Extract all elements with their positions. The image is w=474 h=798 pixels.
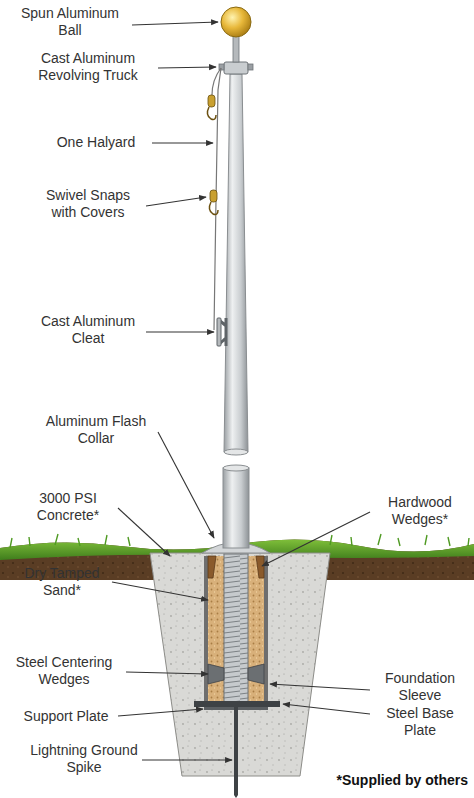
part-label: 3000 PSI Concrete* xyxy=(22,490,114,524)
part-label: One Halyard xyxy=(40,134,152,151)
part-label: Cast Aluminum Revolving Truck xyxy=(23,50,153,84)
footnote: *Supplied by others xyxy=(328,772,468,789)
part-label: Lightning Ground Spike xyxy=(24,742,144,776)
part-label: Dry Tamped Sand* xyxy=(16,565,108,599)
part-label: Support Plate xyxy=(11,708,121,725)
part-label: Foundation Sleeve xyxy=(372,670,468,704)
part-label: Spun Aluminum Ball xyxy=(10,5,130,39)
part-label: Swivel Snaps with Covers xyxy=(32,187,144,221)
part-label: Hardwood Wedges* xyxy=(372,494,468,528)
part-label: Steel Base Plate xyxy=(375,705,465,739)
part-label: Steel Centering Wedges xyxy=(5,654,123,688)
part-label: Aluminum Flash Collar xyxy=(35,413,157,447)
part-label: Cast Aluminum Cleat xyxy=(32,313,144,347)
